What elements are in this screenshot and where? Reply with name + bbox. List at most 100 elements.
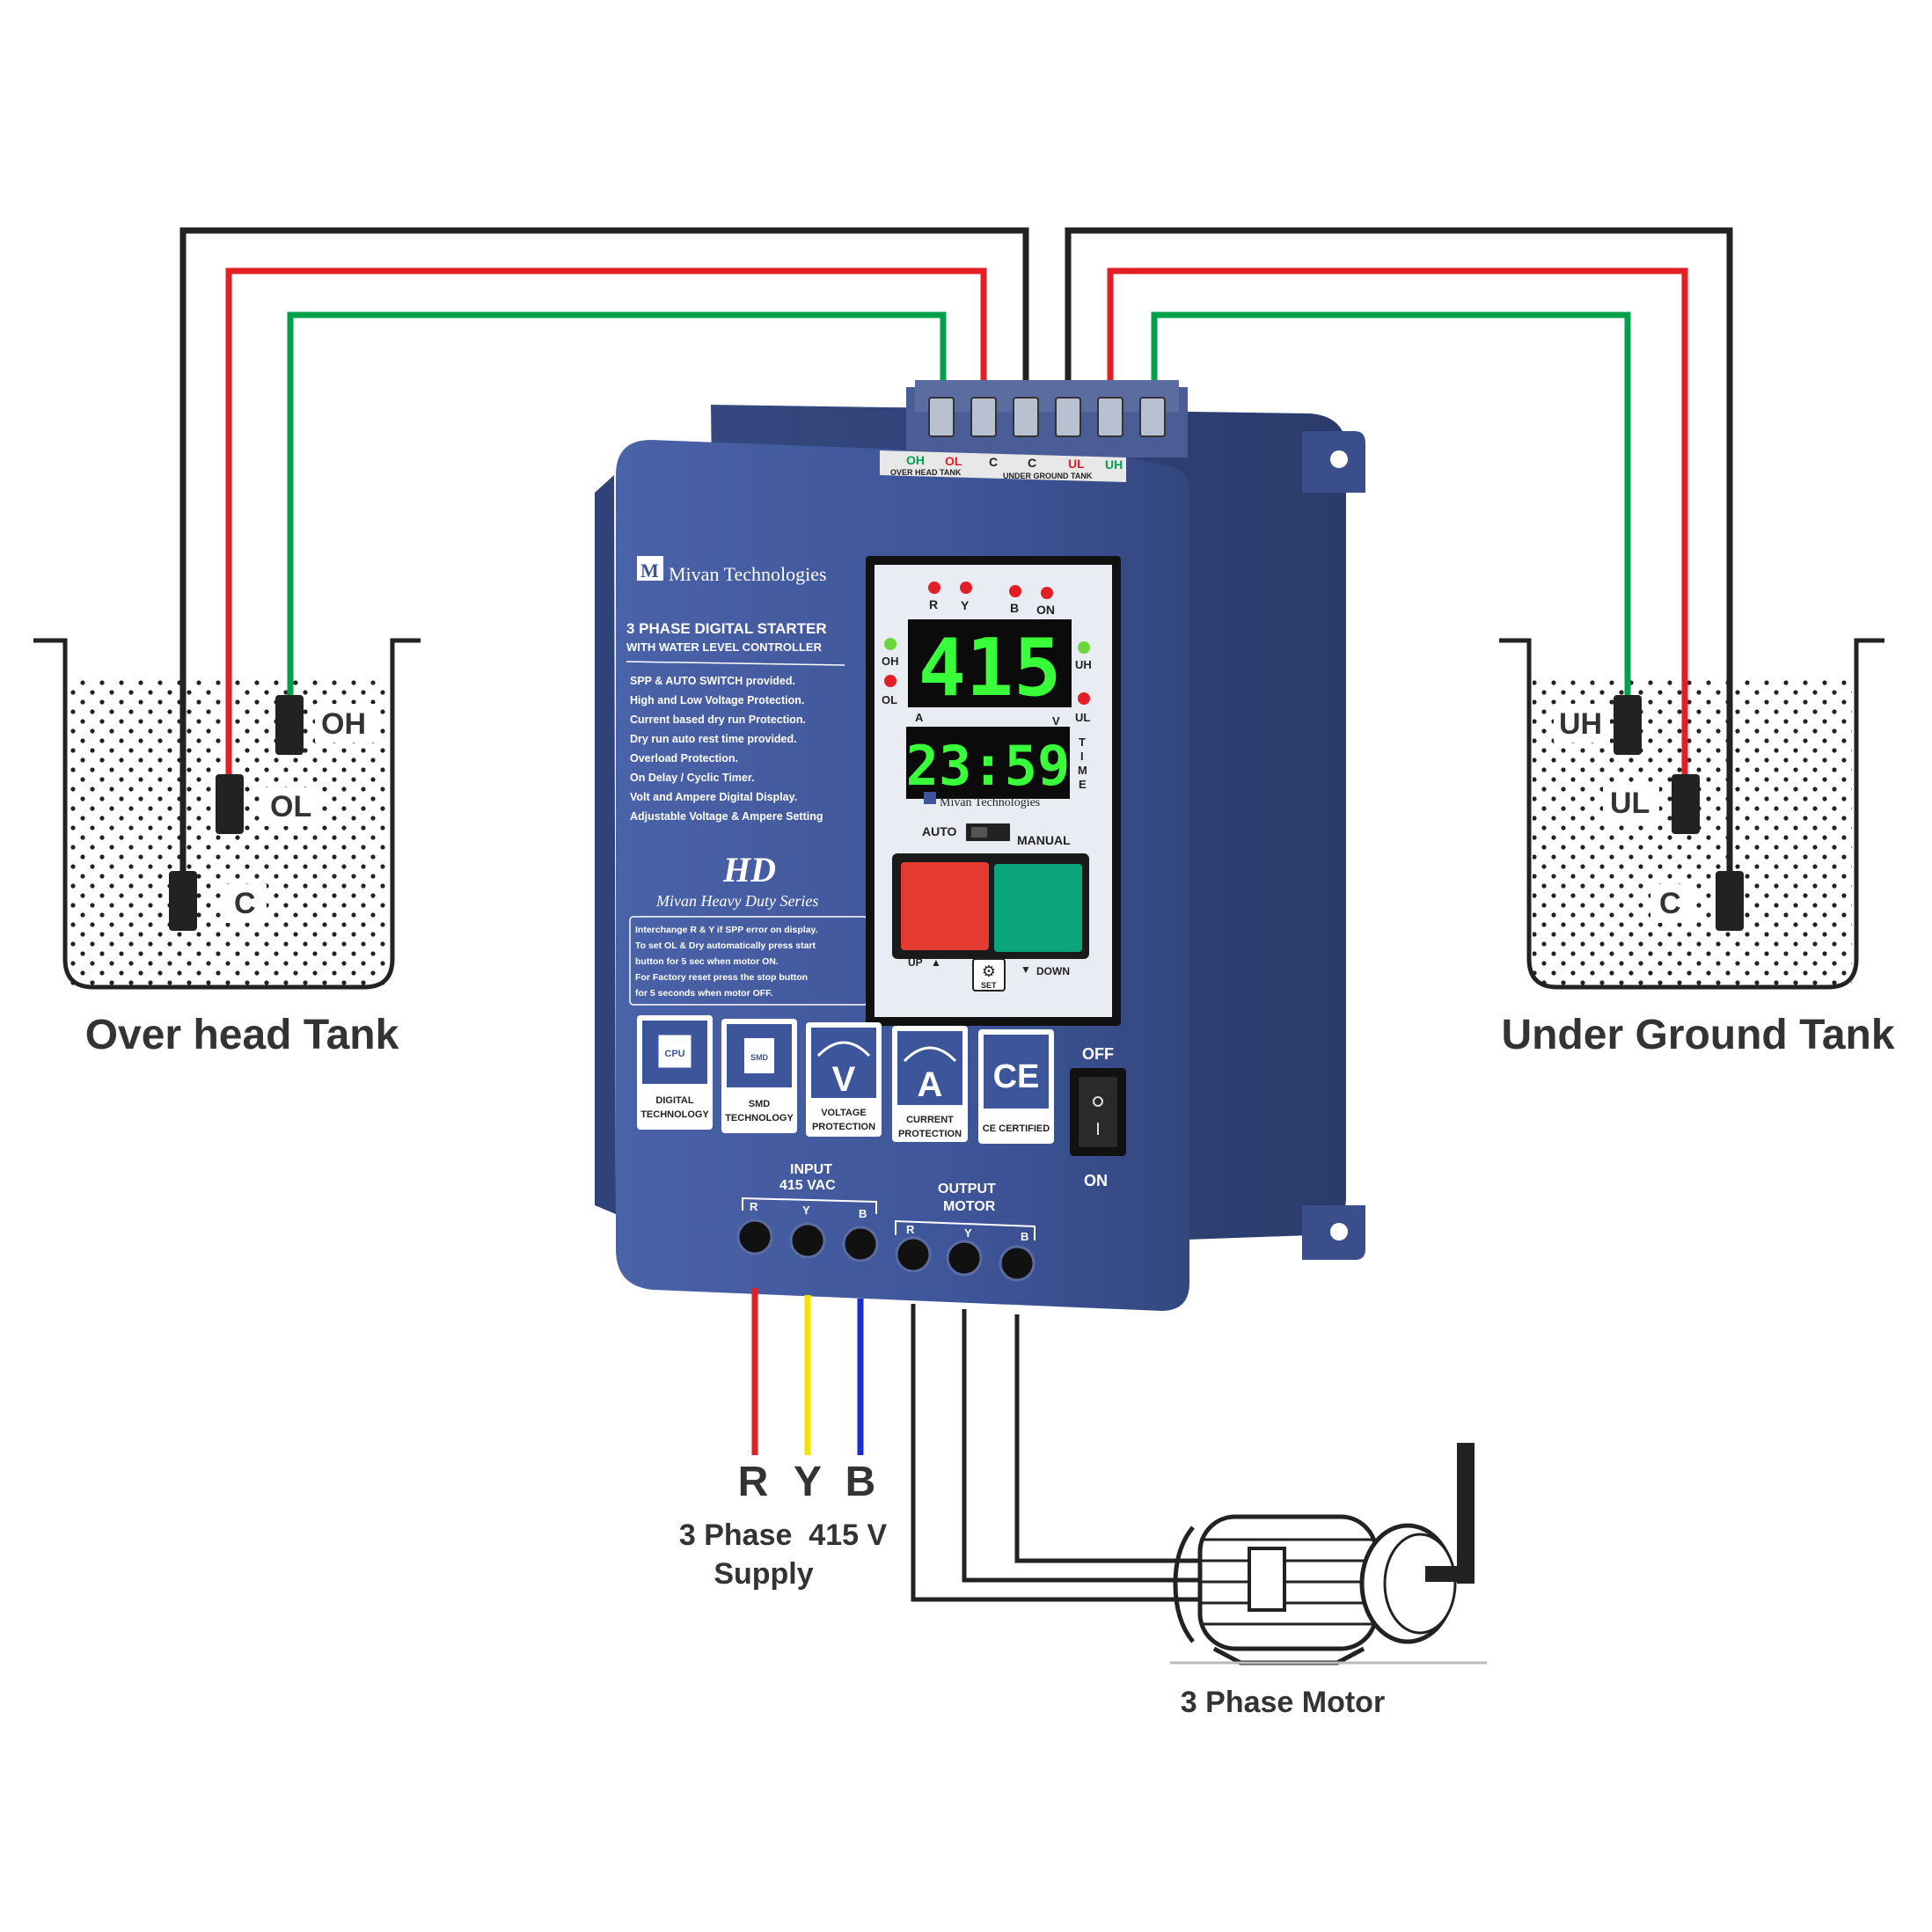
terminal-c2: C	[1028, 456, 1036, 470]
feature-3: Current based dry run Protection.	[630, 714, 806, 726]
terminal-ol: OL	[945, 454, 962, 468]
probe-c-label: C	[234, 887, 256, 920]
supply-y: Y	[794, 1459, 822, 1505]
switch-off-label: OFF	[1082, 1045, 1114, 1063]
series-logo: HD	[722, 850, 776, 889]
terminal-overhead-caption: OVER HEAD TANK	[890, 468, 962, 477]
input-label-2: 415 VAC	[779, 1178, 836, 1193]
probe-ol-label: OL	[270, 790, 311, 823]
supply-label-1: 3 Phase 415 V	[679, 1519, 888, 1552]
up-arrow-icon: ▲	[931, 956, 941, 969]
unit-a-label: A	[915, 711, 924, 724]
led-ol-label: OL	[882, 693, 897, 706]
svg-text:T: T	[1079, 735, 1086, 749]
overhead-tank-title: Over head Tank	[85, 1012, 399, 1058]
brand-logo-icon: M	[640, 560, 659, 582]
motor-wires	[911, 1304, 1214, 1602]
probe-ul-label: UL	[1610, 787, 1650, 820]
output-label-1: OUTPUT	[938, 1182, 996, 1197]
led-ul-label: UL	[1075, 711, 1090, 724]
svg-text:B: B	[1021, 1230, 1028, 1243]
underground-tank-title: Under Ground Tank	[1501, 1012, 1894, 1058]
led-uh-label: UH	[1075, 658, 1092, 671]
phase-leds: R Y B ON	[928, 582, 1055, 617]
cable-glands	[736, 1218, 1036, 1282]
overhead-tank: OH OL C Over head Tank	[33, 227, 1029, 1058]
badge-current: A CURRENT PROTECTION	[892, 1026, 968, 1142]
svg-text:B: B	[859, 1207, 867, 1220]
svg-text:VOLTAGE: VOLTAGE	[821, 1108, 867, 1118]
note-5: for 5 seconds when motor OFF.	[635, 988, 772, 999]
svg-text:SMD: SMD	[749, 1099, 771, 1109]
display-bottom-value: 23:59	[906, 734, 1071, 798]
terminal-ul: UL	[1068, 457, 1085, 471]
underground-tank: UH UL C Under Ground Tank	[1065, 227, 1895, 1058]
svg-text:Y: Y	[802, 1204, 810, 1217]
underground-wire-green	[1151, 311, 1631, 695]
down-arrow-icon: ▼	[1021, 963, 1031, 976]
supply-r: R	[738, 1459, 769, 1505]
voltage-icon: V	[832, 1060, 856, 1099]
probe-oh	[275, 695, 304, 755]
motor-icon: 3 Phase Motor	[1170, 1443, 1487, 1719]
auto-label: AUTO	[922, 824, 957, 838]
badge-ce: CE CE CERTIFIED	[978, 1029, 1054, 1144]
time-label: T I M E	[1078, 735, 1087, 791]
badge-smd: SMD SMD TECHNOLOGY	[721, 1019, 797, 1133]
probe-c2	[1716, 871, 1744, 931]
gear-icon: ⚙	[982, 962, 996, 980]
svg-text:R: R	[750, 1200, 758, 1213]
set-button[interactable]	[972, 958, 1006, 992]
probe-uh-label: UH	[1559, 707, 1602, 741]
probe-c2-label: C	[1659, 887, 1681, 920]
feature-8: Adjustable Voltage & Ampere Setting	[630, 810, 823, 823]
svg-text:CURRENT: CURRENT	[906, 1115, 954, 1125]
product-title-1: 3 PHASE DIGITAL STARTER	[626, 620, 827, 637]
cpu-icon: CPU	[664, 1049, 684, 1059]
feature-1: SPP & AUTO SWITCH provided.	[630, 675, 795, 687]
series-name: Mivan Heavy Duty Series	[655, 892, 818, 910]
note-3: button for 5 sec when motor ON.	[635, 956, 779, 967]
led-y-label: Y	[961, 598, 970, 612]
probe-c	[169, 871, 197, 931]
brand-name: Mivan Technologies	[669, 563, 827, 585]
terminal-uh: UH	[1105, 457, 1123, 472]
feature-5: Overload Protection.	[630, 752, 738, 765]
terminal-oh: OH	[906, 453, 925, 467]
feature-2: High and Low Voltage Protection.	[630, 694, 804, 706]
note-4: For Factory reset press the stop button	[635, 972, 808, 983]
stop-button[interactable]	[901, 862, 989, 950]
ce-icon: CE	[993, 1058, 1040, 1095]
down-label: DOWN	[1036, 965, 1070, 977]
switch-on-label: ON	[1084, 1172, 1108, 1189]
chip-icon: SMD	[750, 1053, 769, 1062]
set-label: SET	[981, 981, 997, 990]
svg-text:M: M	[1078, 764, 1087, 777]
overhead-wire-black	[179, 227, 1029, 871]
led-on-label: ON	[1036, 603, 1055, 617]
terminal-c1: C	[989, 455, 998, 469]
overhead-wire-green	[287, 311, 947, 721]
probe-ol	[216, 774, 244, 834]
svg-text:PROTECTION: PROTECTION	[898, 1129, 962, 1139]
svg-text:Y: Y	[964, 1226, 972, 1240]
probe-uh	[1614, 695, 1642, 755]
svg-text:E: E	[1079, 778, 1087, 791]
svg-text:TECHNOLOGY: TECHNOLOGY	[725, 1113, 794, 1123]
controller-box: OH OL C C UL UH OVER HEAD TANK UNDER GRO…	[595, 380, 1365, 1311]
svg-text:PROTECTION: PROTECTION	[812, 1122, 875, 1132]
product-title-2: WITH WATER LEVEL CONTROLLER	[626, 640, 823, 654]
svg-text:I: I	[1080, 750, 1084, 763]
supply-label-2: Supply	[714, 1557, 813, 1591]
led-oh-label: OH	[882, 655, 899, 668]
led-b-label: B	[1010, 601, 1019, 615]
motor-label: 3 Phase Motor	[1181, 1686, 1385, 1719]
feature-7: Volt and Ampere Digital Display.	[630, 791, 797, 803]
badge-digital: CPU DIGITAL TECHNOLOGY	[637, 1015, 713, 1130]
start-button[interactable]	[994, 864, 1082, 952]
display-top-value: 415	[918, 622, 1062, 714]
note-2: To set OL & Dry automatically press star…	[635, 940, 816, 951]
note-1: Interchange R & Y if SPP error on displa…	[635, 925, 818, 935]
underground-wire-red	[1107, 267, 1688, 774]
